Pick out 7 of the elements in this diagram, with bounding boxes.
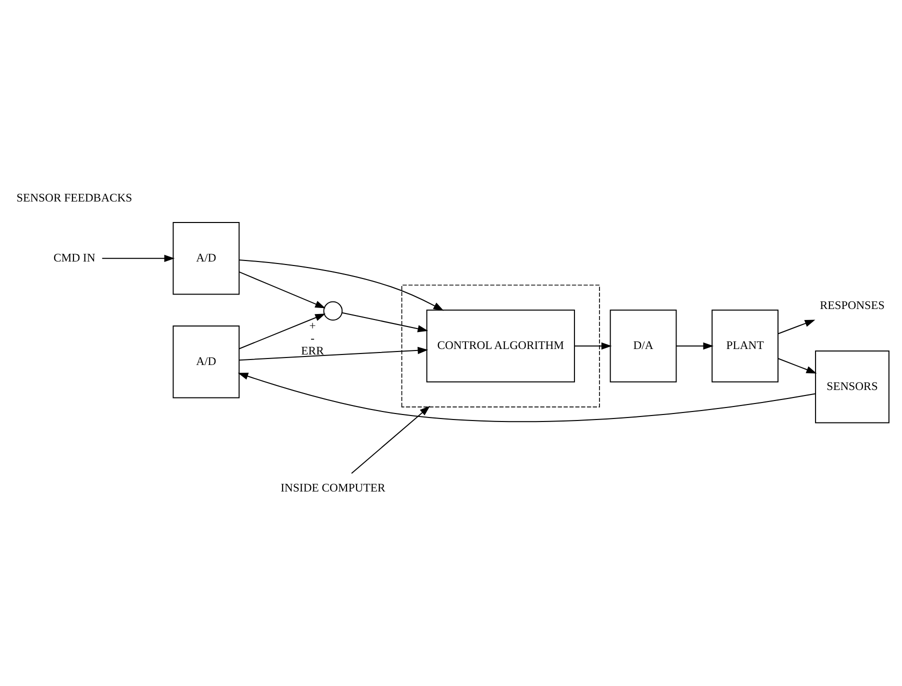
node-text: INSIDE COMPUTER xyxy=(280,481,386,494)
node-label: - xyxy=(310,332,314,344)
node-text: CMD IN xyxy=(53,251,96,264)
node-label: + xyxy=(309,318,316,332)
node-label: ERR xyxy=(301,344,324,358)
label: SENSOR FEEDBACKS xyxy=(16,190,132,204)
node-text: RESPONSES xyxy=(820,298,885,312)
